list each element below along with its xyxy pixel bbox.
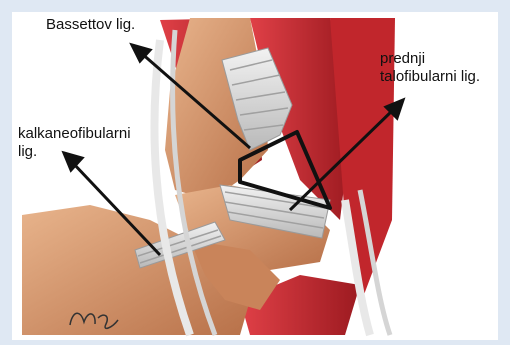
label-prednji-line1: prednji: [380, 50, 480, 68]
label-kalkaneofibularni-line1: kalkaneofibularni: [18, 125, 131, 143]
label-kalkaneofibularni-line2: lig.: [18, 143, 131, 161]
label-talofibularni-line2: talofibularni lig.: [380, 68, 480, 86]
label-prednji-talofibularni-lig: prednji talofibularni lig.: [380, 50, 480, 86]
label-bassettov-lig: Bassettov lig.: [46, 16, 135, 34]
label-kalkaneofibularni-lig: kalkaneofibularni lig.: [18, 125, 131, 161]
label-bassettov-text: Bassettov lig.: [46, 16, 135, 33]
